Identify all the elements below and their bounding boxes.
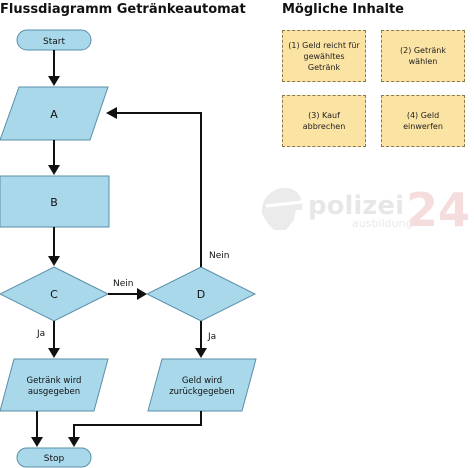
- options-title: Mögliche Inhalte: [282, 2, 404, 17]
- arrowhead: [48, 348, 60, 358]
- edge-money-stop: [73, 411, 202, 437]
- option-card-3-line1: (3) Kauf: [308, 111, 340, 120]
- option-card-2-line1: (2) Getränk wählen: [399, 46, 447, 66]
- helmet-icon: [261, 187, 303, 230]
- node-d-label: D: [197, 288, 205, 301]
- option-card-3-text: (3) Kauf abbrechen: [303, 110, 346, 132]
- option-card-4: (4) Geld einwerfen: [381, 95, 465, 147]
- arrowhead: [106, 107, 117, 119]
- option-card-1-text: (1) Geld reicht für gewähltes Getränk: [287, 40, 361, 73]
- node-b-label: B: [50, 196, 58, 209]
- output-money-line2: zurückgegeben: [169, 387, 235, 397]
- node-a: [0, 86, 109, 141]
- watermark-logo: polizei 24 ausbildung: [261, 183, 470, 237]
- arrowhead: [195, 348, 207, 358]
- output-money-line1: Geld wird: [182, 376, 222, 386]
- output-drink-node: [0, 358, 109, 412]
- watermark-brand: polizei: [308, 191, 404, 221]
- arrowhead: [48, 165, 60, 175]
- node-a-label: A: [50, 108, 58, 121]
- option-card-2: (2) Getränk wählen: [381, 30, 465, 82]
- edge-label-d-nein: Nein: [209, 251, 229, 261]
- option-card-1: (1) Geld reicht für gewähltes Getränk: [282, 30, 366, 82]
- arrowhead: [68, 437, 80, 447]
- edge-label-d-ja: Ja: [207, 332, 216, 342]
- option-card-3-line2: abbrechen: [302, 122, 346, 131]
- watermark-number: 24: [406, 183, 470, 237]
- edge-label-c-nein: Nein: [113, 279, 133, 289]
- watermark-sub: ausbildung: [352, 217, 412, 230]
- node-c-label: C: [50, 288, 58, 301]
- output-drink-line1: Getränk wird: [27, 376, 82, 386]
- output-money-node: [147, 358, 257, 412]
- arrowhead: [48, 76, 60, 86]
- arrowhead: [137, 288, 147, 300]
- start-label: Start: [43, 37, 65, 47]
- output-drink-line2: ausgegeben: [28, 387, 80, 397]
- flowchart-title: Flussdiagramm Getränkeautomat: [0, 2, 246, 17]
- edge-d-a: [117, 112, 202, 267]
- arrowhead: [48, 256, 60, 266]
- arrowhead: [31, 437, 43, 447]
- edge-label-c-ja: Ja: [36, 329, 45, 339]
- option-card-1-line2: gewähltes Getränk: [303, 51, 345, 72]
- stop-label: Stop: [44, 454, 65, 464]
- stop-node: [16, 447, 92, 468]
- option-card-4-line1: (4) Geld einwerfen: [403, 111, 443, 131]
- option-card-1-line1: (1) Geld reicht für: [288, 40, 360, 50]
- option-card-3: (3) Kauf abbrechen: [282, 95, 366, 147]
